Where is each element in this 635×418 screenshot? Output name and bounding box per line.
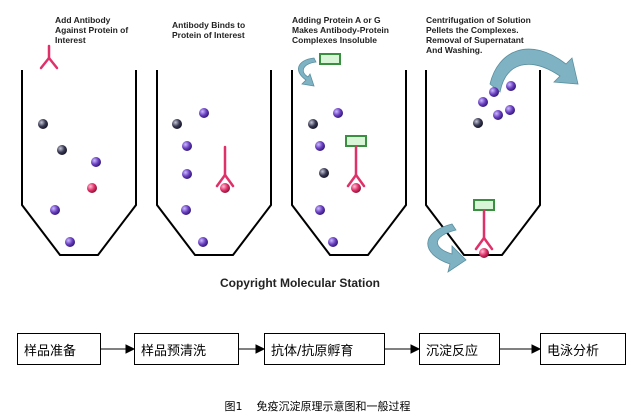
flow-step-sample-prep: 样品准备	[17, 333, 101, 365]
dark-protein-icon	[308, 119, 318, 129]
purple-protein-icon	[478, 97, 488, 107]
dark-protein-icon	[319, 168, 329, 178]
arrow-icon	[101, 344, 136, 354]
tube-1	[21, 70, 137, 256]
pink-protein-icon	[479, 248, 489, 258]
protein-ag-icon	[473, 199, 495, 211]
step-3-label: Adding Protein A or G Makes Antibody-Pro…	[292, 15, 389, 45]
step-2-label: Antibody Binds to Protein of Interest	[172, 20, 246, 40]
arrow-icon	[385, 344, 421, 354]
copyright-text: Copyright Molecular Station	[219, 276, 380, 290]
purple-protein-icon	[91, 157, 101, 167]
purple-protein-icon	[506, 81, 516, 91]
protein-ag-icon	[319, 53, 341, 65]
flow-step-preclear: 样品预清洗	[134, 333, 239, 365]
pink-protein-icon	[87, 183, 97, 193]
antibody-icon	[215, 145, 235, 188]
ip-process-illustration	[21, 44, 579, 273]
purple-protein-icon	[182, 141, 192, 151]
purple-protein-icon	[328, 237, 338, 247]
flow-step-electrophoresis: 电泳分析	[540, 333, 626, 365]
curved-arrow-icon	[427, 223, 467, 273]
step-1-label: Add Antibody Against Protein of Interest	[55, 15, 129, 45]
arrow-icon	[500, 344, 542, 354]
purple-protein-icon	[505, 105, 515, 115]
purple-protein-icon	[199, 108, 209, 118]
purple-protein-icon	[65, 237, 75, 247]
curved-arrow-icon	[489, 48, 579, 93]
tube-2	[156, 70, 272, 256]
flow-step-precipitation: 沉淀反应	[419, 333, 500, 365]
tube-3	[291, 70, 407, 256]
purple-protein-icon	[315, 141, 325, 151]
dark-protein-icon	[172, 119, 182, 129]
purple-protein-icon	[493, 110, 503, 120]
step-4-label: Centrifugation of Solution Pellets the C…	[426, 15, 531, 55]
arrow-icon	[239, 344, 266, 354]
flow-arrows	[101, 344, 542, 354]
flow-step-incubation: 抗体/抗原孵育	[264, 333, 385, 365]
antibody-icon	[474, 209, 494, 251]
purple-protein-icon	[333, 108, 343, 118]
dark-protein-icon	[57, 145, 67, 155]
purple-protein-icon	[181, 205, 191, 215]
antibody-icon	[346, 145, 366, 188]
purple-protein-icon	[315, 205, 325, 215]
purple-protein-icon	[198, 237, 208, 247]
dark-protein-icon	[38, 119, 48, 129]
purple-protein-icon	[182, 169, 192, 179]
figure-caption: 图1 免疫沉淀原理示意图和一般过程	[224, 400, 411, 413]
purple-protein-icon	[50, 205, 60, 215]
protein-ag-icon	[345, 135, 367, 147]
antibody-icon	[39, 44, 59, 70]
curved-arrow-icon	[298, 57, 317, 87]
pink-protein-icon	[351, 183, 361, 193]
dark-protein-icon	[473, 118, 483, 128]
pink-protein-icon	[220, 183, 230, 193]
purple-protein-icon	[489, 87, 499, 97]
